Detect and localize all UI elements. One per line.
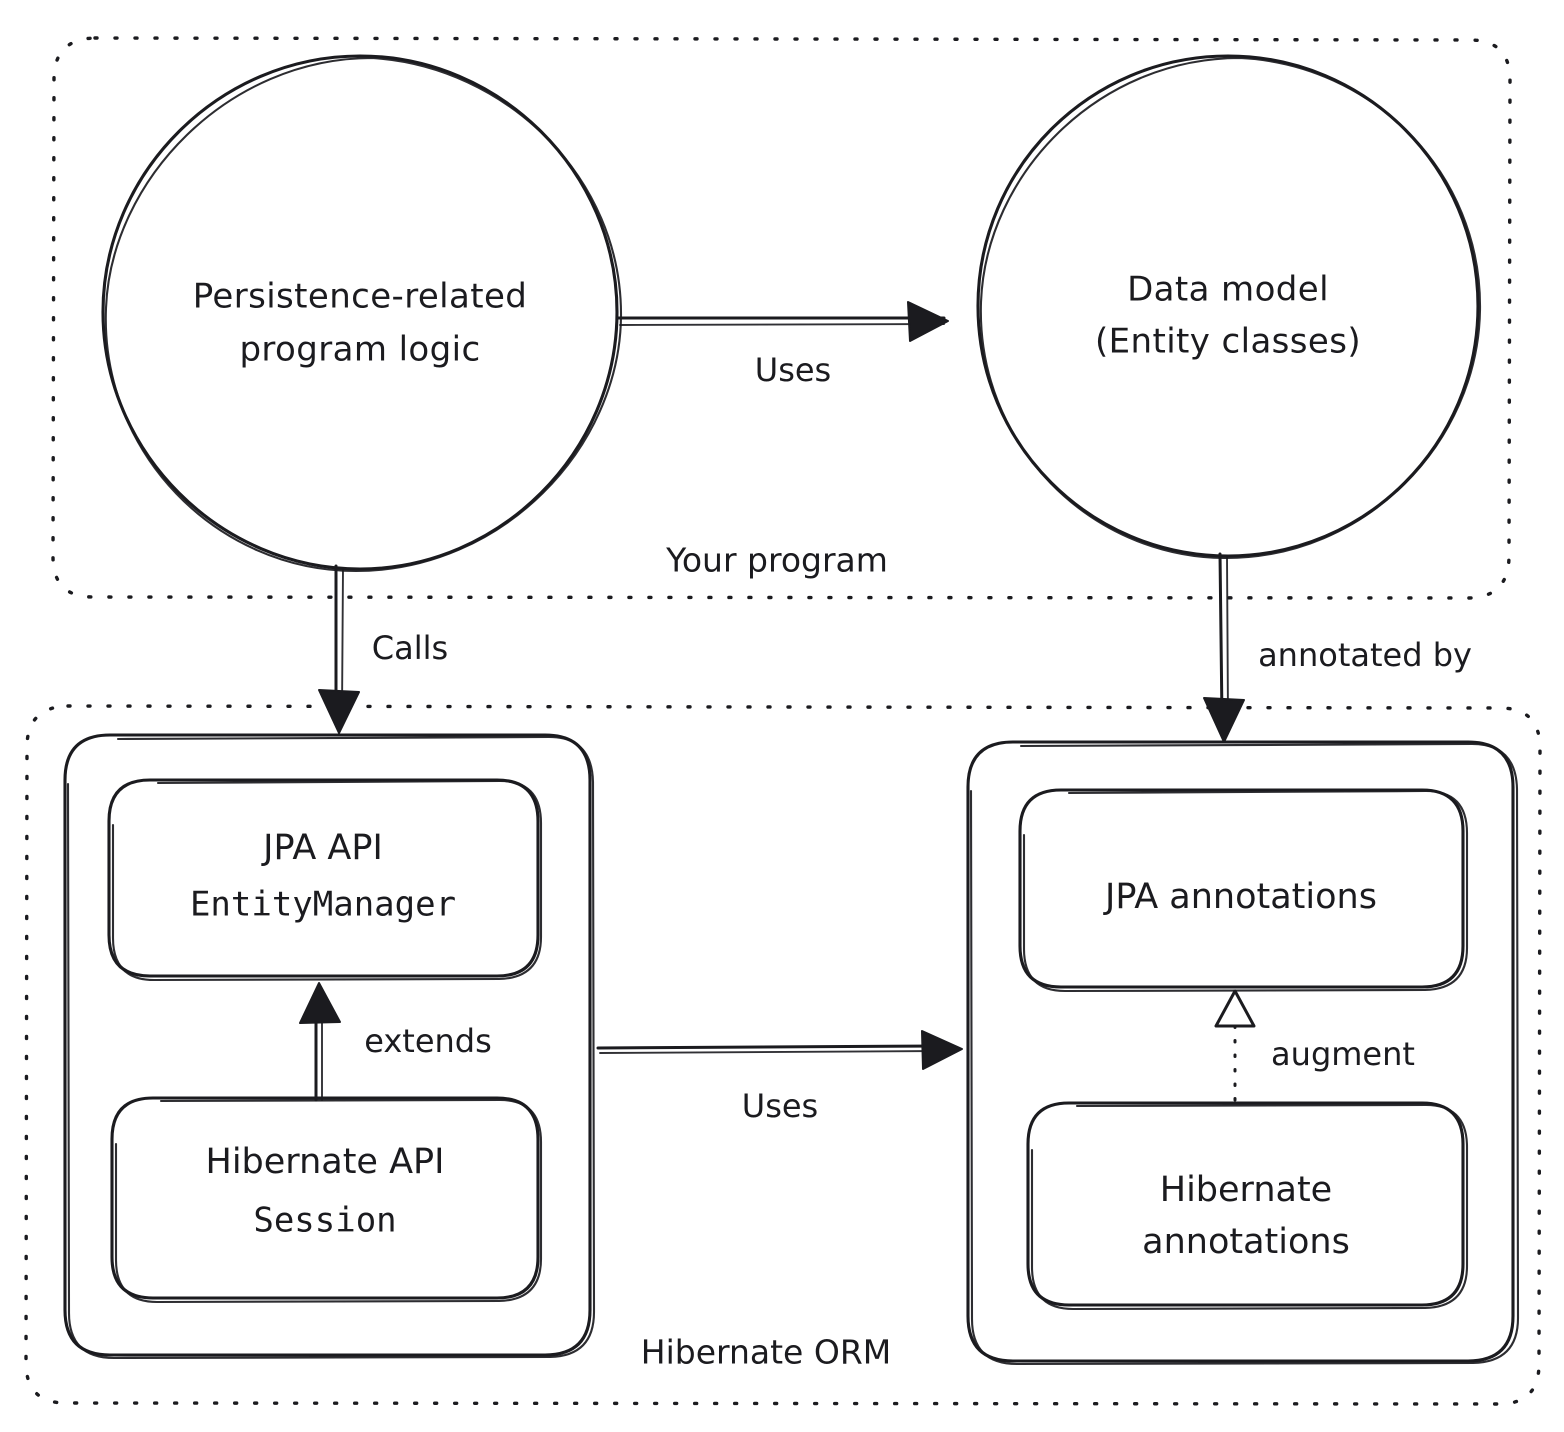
edge-label-calls: Calls xyxy=(372,629,448,667)
group-box-annotations xyxy=(966,740,1520,1366)
hibernate-annotations-box-sketch xyxy=(1030,1103,1469,1311)
data-model-label-line2: (Entity classes) xyxy=(1095,322,1361,362)
annotated-by-line-sketch xyxy=(1226,555,1229,719)
jpa-api-label-line2: EntityManager xyxy=(190,885,456,925)
node-persistence-logic[interactable]: Persistence-related program logic xyxy=(101,54,623,573)
data-model-label-line1: Data model xyxy=(1127,270,1329,310)
node-jpa-api[interactable]: JPA API EntityManager xyxy=(107,778,543,982)
container-label-your-program: Your program xyxy=(665,541,888,580)
uses-bottom-line-sketch xyxy=(599,1050,941,1054)
uses-bottom-line xyxy=(596,1044,942,1050)
jpa-hibernate-group-border xyxy=(63,733,592,1357)
hibernate-annotations-label-line1: Hibernate xyxy=(1160,1170,1332,1210)
edge-calls: Calls xyxy=(318,564,448,734)
annotations-group-border xyxy=(966,740,1515,1363)
extends-arrowhead xyxy=(299,982,341,1024)
your-program-border xyxy=(51,36,1512,600)
edge-label-extends: extends xyxy=(364,1022,492,1060)
calls-line-sketch xyxy=(341,567,344,713)
persistence-logic-label-line1: Persistence-related xyxy=(193,277,528,317)
jpa-annotations-box xyxy=(1018,788,1465,989)
node-hibernate-annotations[interactable]: Hibernate annotations xyxy=(1026,1101,1469,1311)
data-model-ellipse xyxy=(976,54,1480,558)
edge-label-uses-bottom: Uses xyxy=(742,1087,818,1125)
jpa-api-box-sketch xyxy=(111,779,543,982)
container-hibernate-orm: Hibernate ORM xyxy=(24,704,1542,1406)
jpa-annotations-label: JPA annotations xyxy=(1103,877,1377,917)
edge-label-uses-top: Uses xyxy=(755,351,831,389)
edge-uses-bottom: Uses xyxy=(596,1030,963,1125)
annotated-by-arrowhead xyxy=(1203,697,1245,743)
group-box-jpa-hibernate-api xyxy=(63,733,596,1360)
augment-arrowhead xyxy=(1214,989,1256,1028)
hibernate-annotations-box xyxy=(1026,1101,1465,1307)
uses-bottom-arrowhead xyxy=(921,1030,963,1070)
jpa-annotations-box-sketch xyxy=(1022,789,1469,993)
persistence-logic-ellipse xyxy=(101,54,619,571)
hibernate-api-label-line1: Hibernate API xyxy=(206,1142,445,1182)
edge-label-annotated-by: annotated by xyxy=(1258,636,1472,674)
uses-top-line-sketch xyxy=(619,323,945,326)
calls-arrowhead xyxy=(318,689,360,734)
uses-top-arrowhead xyxy=(907,301,949,342)
edge-extends: extends xyxy=(299,982,492,1102)
edge-augment: augment xyxy=(1214,989,1415,1102)
jpa-api-label-line1: JPA API xyxy=(261,828,383,868)
container-your-program: Your program xyxy=(51,36,1512,600)
container-label-hibernate-orm: Hibernate ORM xyxy=(641,1333,891,1372)
hibernate-annotations-label-line2: annotations xyxy=(1142,1222,1350,1262)
node-hibernate-api[interactable]: Hibernate API Session xyxy=(110,1096,543,1304)
jpa-api-box xyxy=(107,778,540,978)
edge-label-augment: augment xyxy=(1271,1035,1415,1073)
node-jpa-annotations[interactable]: JPA annotations xyxy=(1018,788,1469,993)
jpa-hibernate-group-border-sketch xyxy=(66,735,596,1360)
node-data-model[interactable]: Data model (Entity classes) xyxy=(976,54,1482,560)
annotations-group-border-sketch xyxy=(969,742,1520,1366)
persistence-logic-ellipse-sketch xyxy=(104,56,623,573)
data-model-ellipse-sketch xyxy=(979,56,1482,560)
hibernate-api-box-sketch xyxy=(114,1098,543,1304)
annotated-by-line xyxy=(1218,552,1224,720)
hibernate-api-label-line2: Session xyxy=(253,1201,396,1241)
edge-uses-top: Uses xyxy=(616,301,949,389)
edge-annotated-by: annotated by xyxy=(1203,552,1472,743)
persistence-logic-label-line2: program logic xyxy=(239,330,480,370)
hibernate-api-box xyxy=(110,1096,540,1300)
